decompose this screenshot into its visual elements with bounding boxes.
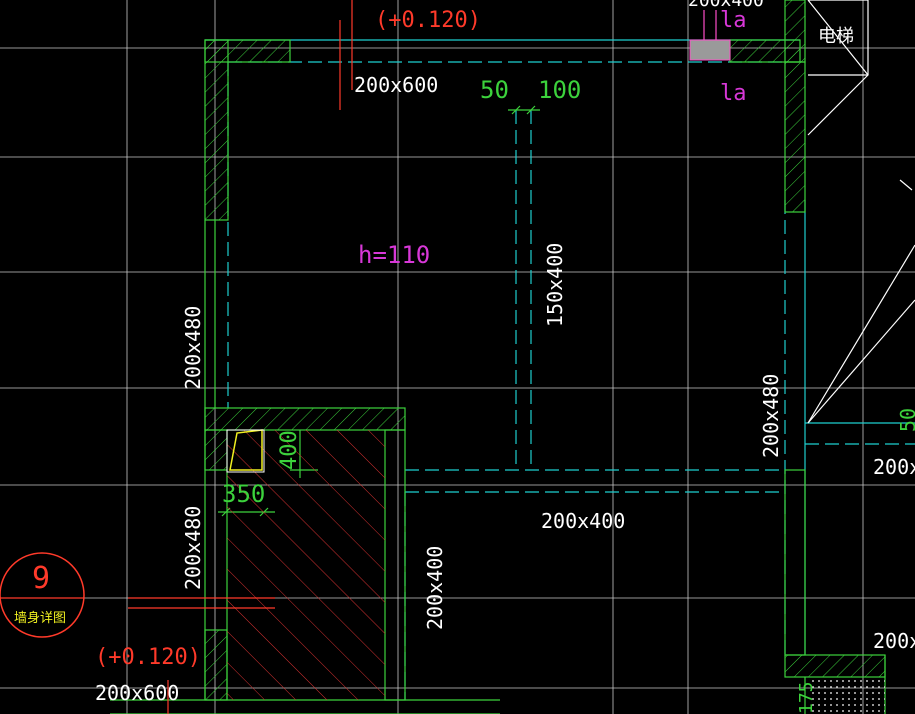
top-right-cut-label: 200x400 xyxy=(688,0,764,11)
right-cut-label-3: 50 xyxy=(896,408,915,432)
beam-horizontal-mid-label: 200x400 xyxy=(541,509,625,533)
detail-caption: 墙身详图 xyxy=(14,610,66,626)
dim-350-label: 350 xyxy=(222,480,265,508)
beam-left-upper-label: 200x480 xyxy=(181,306,205,390)
elevation-top-label: (+0.120) xyxy=(375,8,481,33)
elevator-shaft xyxy=(807,0,915,424)
slab-thickness-label: h=110 xyxy=(358,241,430,269)
beam-right-vertical-label: 200x480 xyxy=(759,374,783,458)
la-bottom-label: la xyxy=(720,81,747,106)
walls xyxy=(110,0,886,714)
beam-left-lower-label: 200x480 xyxy=(181,506,205,590)
dotted-floor-area xyxy=(810,678,885,714)
elevation-marks xyxy=(128,0,353,714)
elevator-label: 电梯 xyxy=(818,26,854,47)
bottom-right-mark: 175 xyxy=(796,681,817,714)
elevation-bottom-label: (+0.120) xyxy=(95,645,201,670)
stair-hatch-zone xyxy=(227,430,385,700)
right-cut-label-1: 200x xyxy=(873,455,915,479)
beam-lower-vertical-label: 200x400 xyxy=(423,546,447,630)
la-block xyxy=(689,39,731,61)
stair-detail-box xyxy=(226,429,265,473)
beam-top-label: 200x600 xyxy=(354,73,438,97)
dim-100-label: 100 xyxy=(538,76,581,104)
beam-mid-vertical-label: 150x400 xyxy=(543,243,567,327)
dim-50-label: 50 xyxy=(480,76,509,104)
right-cut-label-2: 200x xyxy=(873,629,915,653)
la-top-label: la xyxy=(720,8,747,33)
dim-400-label: 400 xyxy=(277,430,302,470)
beam-bottom-label: 200x600 xyxy=(95,681,179,705)
detail-number: 9 xyxy=(32,561,50,596)
detail-callout xyxy=(0,552,85,638)
